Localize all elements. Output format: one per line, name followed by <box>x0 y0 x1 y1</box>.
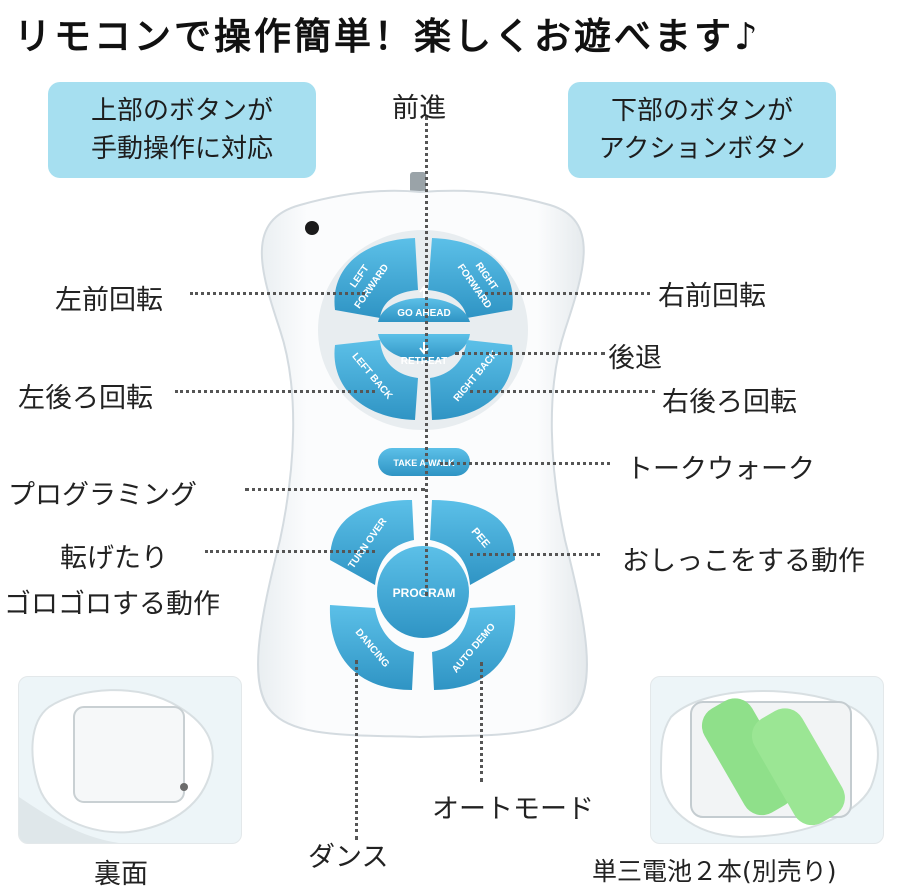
go-ahead-label: GO AHEAD <box>397 308 451 319</box>
page-title: リモコンで操作簡単！楽しくお遊べます♪ <box>14 15 761 58</box>
program-button[interactable] <box>377 546 469 638</box>
take-a-walk-label: TAKE A WALK <box>393 458 455 468</box>
label-talk-walk: トークウォーク <box>626 454 815 485</box>
info-box-bottom-buttons: 下部のボタンが アクションボタン <box>568 82 836 178</box>
right-forward-button[interactable] <box>428 238 513 318</box>
label-turn-over-2: ゴロゴロする動作 <box>4 589 220 620</box>
label-pee: おしっこをする動作 <box>622 546 865 577</box>
label-dance: ダンス <box>308 842 389 873</box>
info-box-top-buttons: 上部のボタンが 手動操作に対応 <box>48 82 316 178</box>
label-left-forward: 左前回転 <box>55 285 163 316</box>
label-right-back: 右後ろ回転 <box>662 387 797 418</box>
info-bottom-line-1: 下部のボタンが <box>610 96 793 126</box>
auto-demo-button[interactable] <box>432 605 516 690</box>
go-ahead-button[interactable] <box>378 298 470 322</box>
left-forward-button[interactable] <box>334 238 418 318</box>
label-left-back: 左後ろ回転 <box>18 383 153 414</box>
label-forward: 前進 <box>392 93 446 124</box>
power-led <box>305 221 319 235</box>
back-side-image <box>18 676 242 844</box>
info-top-line-1: 上部のボタンが <box>90 96 273 126</box>
label-programming: プログラミング <box>8 480 197 511</box>
label-back-side: 裏面 <box>94 859 148 890</box>
info-bottom-line-2: アクションボタン <box>598 134 806 164</box>
label-auto-mode: オートモード <box>432 794 594 825</box>
battery-image <box>650 676 884 844</box>
left-back-button[interactable] <box>334 340 418 420</box>
info-top-line-2: 手動操作に対応 <box>90 134 273 164</box>
turn-over-button[interactable] <box>330 500 414 585</box>
program-label: PROGRAM <box>393 586 456 600</box>
take-a-walk-button[interactable] <box>378 448 470 476</box>
label-battery: 単三電池２本(別売り) <box>592 857 837 886</box>
retreat-label: RETREAT <box>401 356 447 367</box>
label-retreat: 後退 <box>608 343 662 374</box>
dancing-button[interactable] <box>329 605 414 690</box>
label-turn-over-1: 転げたり <box>60 543 168 574</box>
label-right-forward: 右前回転 <box>658 281 766 312</box>
right-back-button[interactable] <box>430 340 513 420</box>
pee-button[interactable] <box>430 500 515 585</box>
antenna <box>410 172 426 194</box>
